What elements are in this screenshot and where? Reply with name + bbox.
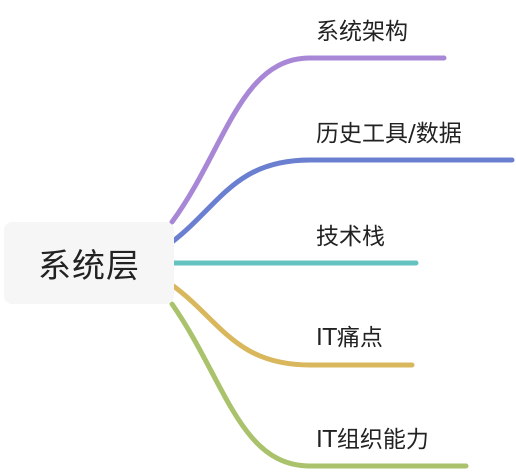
branch-label-3[interactable]: 技术栈 bbox=[316, 224, 385, 250]
branch-connector-4 bbox=[169, 282, 415, 368]
branch-label-2[interactable]: 历史工具/数据 bbox=[316, 121, 462, 147]
branch-connector-2 bbox=[169, 157, 515, 245]
root-node[interactable]: 系统层 bbox=[4, 222, 174, 304]
branch-label-5[interactable]: IT组织能力 bbox=[316, 427, 429, 453]
branch-connector-1 bbox=[169, 55, 447, 225]
root-label: 系统层 bbox=[38, 246, 140, 285]
branch-label-1[interactable]: 系统架构 bbox=[316, 19, 408, 45]
branch-label-4[interactable]: IT痛点 bbox=[316, 325, 383, 351]
branch-connector-5 bbox=[169, 301, 469, 469]
